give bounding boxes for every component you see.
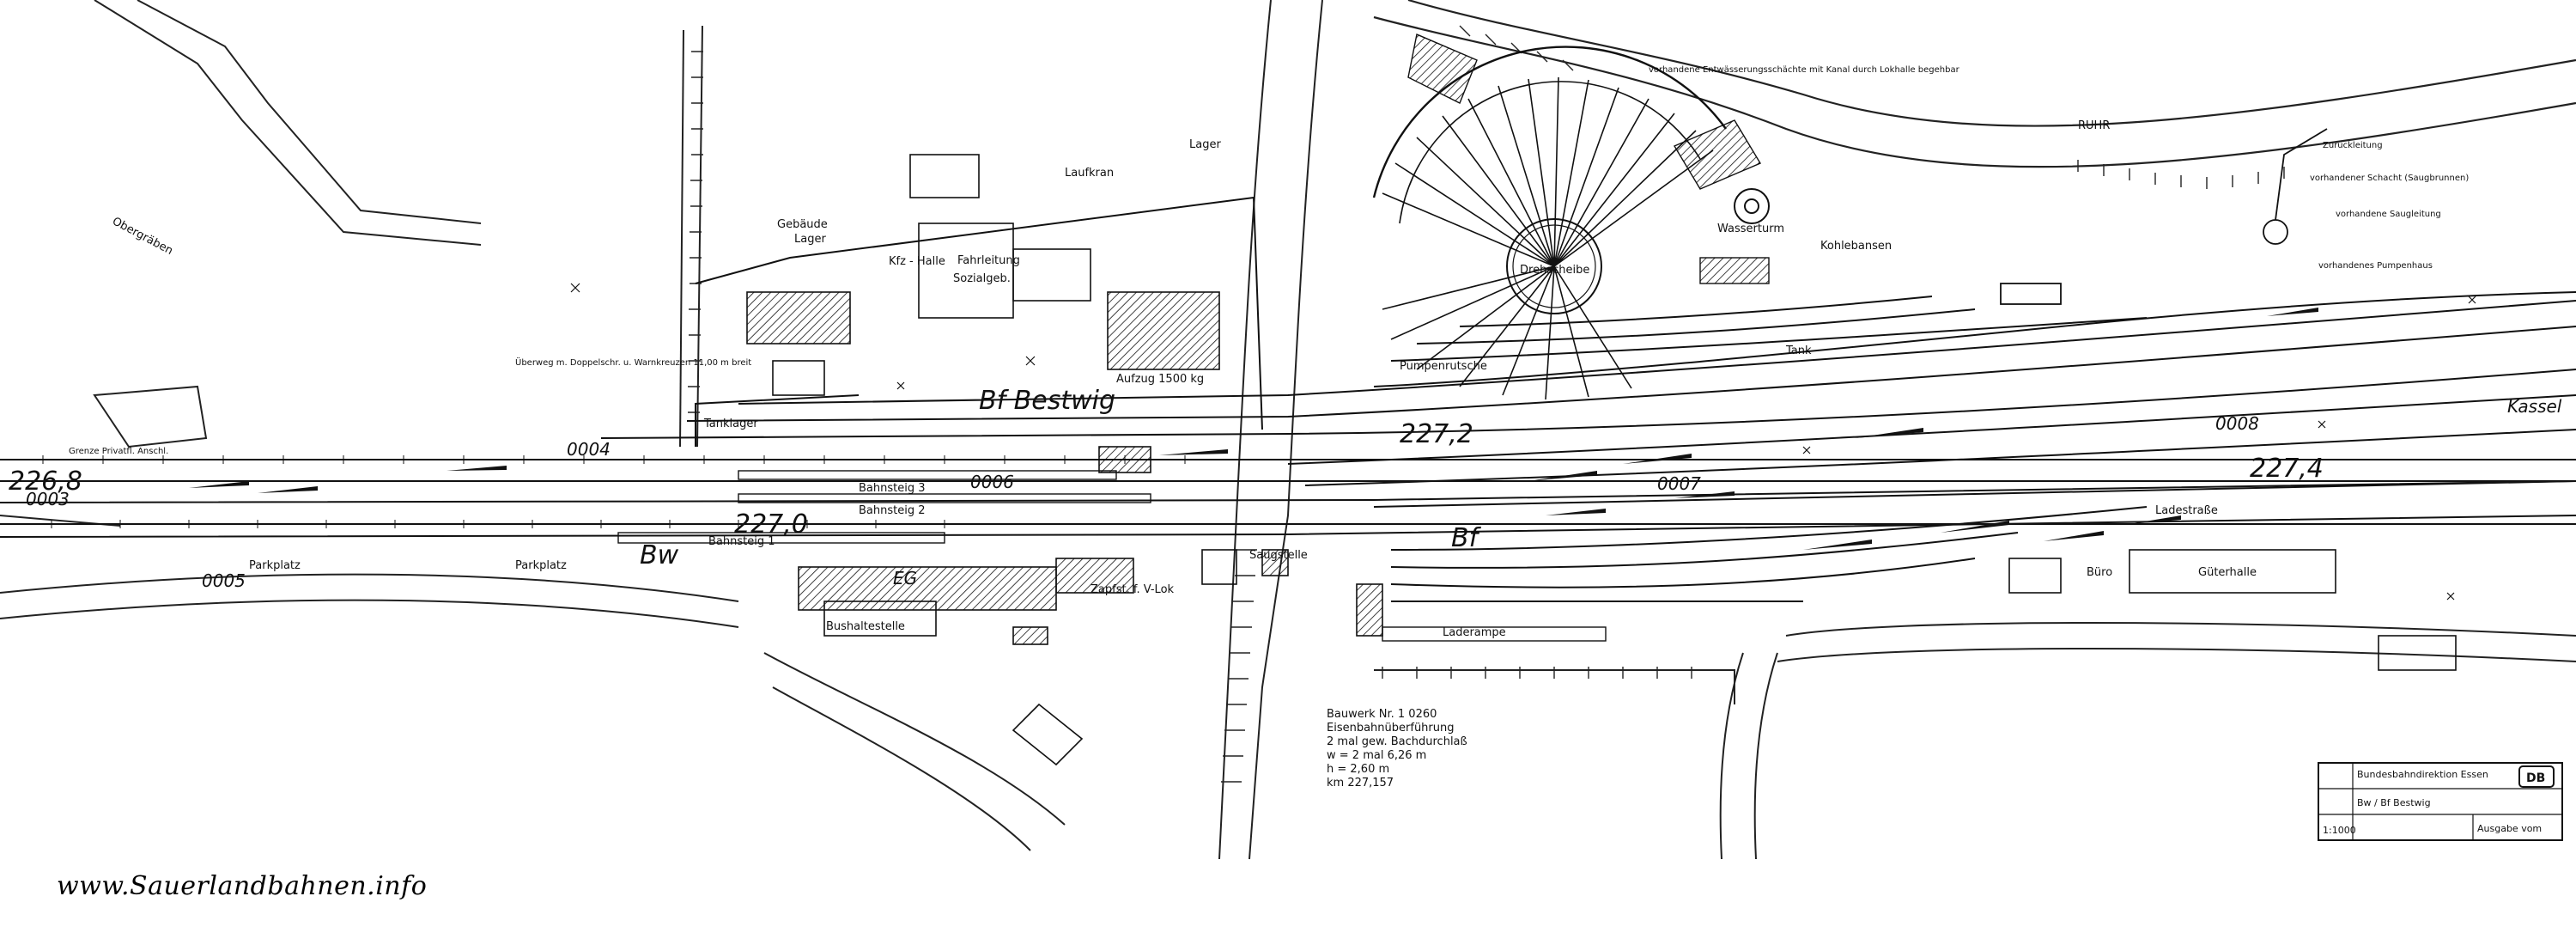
pumpenhaus-label: vorhandenes Pumpenhaus [2318, 261, 2433, 271]
survey-points [570, 283, 2476, 601]
plan-labels: Bf Bestwig Bf Bw Kassel 226,8 227,0 227,… [9, 65, 2562, 790]
entwaesserung-label: vorhandene Entwässerungsschächte mit Kan… [1649, 65, 1960, 75]
obergraeben-label: Obergräben [110, 215, 175, 258]
saugleitung-label: vorhandene Saugleitung [2336, 210, 2441, 219]
track-code-0004: 0004 [567, 439, 611, 460]
grenze-label: Grenze Privatfl. Anschl. [69, 447, 168, 456]
parkplatz-label-2: Parkplatz [515, 559, 567, 572]
title-block-org: Bundesbahndirektion Essen [2357, 769, 2488, 780]
switch-wedges [189, 308, 2318, 550]
gueterhalle-label: Güterhalle [2198, 566, 2257, 579]
roundhouse-radial-tracks [1382, 76, 1714, 400]
schacht-label: vorhandener Schacht (Saugbrunnen) [2310, 174, 2469, 183]
sozialgeb-label: Sozialgeb. [953, 272, 1011, 285]
turntable-roundhouse [1372, 46, 1727, 314]
lager2-label: Lager [794, 233, 826, 246]
km-mark-1: 226,8 [9, 466, 82, 497]
bahnsteig1-label: Bahnsteig 1 [708, 535, 775, 548]
main-tracks [0, 291, 2576, 602]
bauwerk-line-2: Eisenbahnüberführung [1327, 722, 1455, 735]
bahnsteig2-label: Bahnsteig 2 [859, 504, 926, 517]
ueberweg-label: Überweg m. Doppelschr. u. Warnkreuzen 11… [515, 357, 751, 368]
km-mark-2: 227,0 [734, 509, 808, 540]
track-code-0003: 0003 [26, 489, 70, 509]
title-block: Bundesbahndirektion Essen Bw / Bf Bestwi… [2318, 762, 2563, 841]
kfz-halle-label: Kfz - Halle [889, 255, 945, 268]
bauwerk-line-5: h = 2,60 m [1327, 763, 1389, 776]
buero-label: Büro [2087, 566, 2112, 579]
tanklager-label: Tanklager [703, 418, 758, 430]
track-ticks [42, 455, 1186, 528]
db-logo-icon [2518, 765, 2555, 788]
ruhr-label: RUHR [2078, 119, 2110, 132]
watermark-text: www.Sauerlandbahnen.info [57, 871, 428, 901]
embankment-ticks [688, 25, 2285, 783]
water-tower [1734, 188, 1770, 224]
bushaltestelle-label: Bushaltestelle [826, 620, 905, 633]
roundhouse-buildings [1407, 34, 1770, 284]
laufkran-label: Laufkran [1065, 167, 1114, 180]
station-area-outline [695, 196, 1263, 447]
ladestrasse-label: Ladestraße [2155, 504, 2218, 517]
station-name-label: Bf Bestwig [979, 386, 1115, 416]
gebaeude-label: Gebäude [777, 218, 828, 231]
laderampe-label: Laderampe [1443, 626, 1506, 639]
track-code-0006: 0006 [970, 472, 1014, 492]
zapfstelle-label: Zapfst. f. V-Lok [1091, 583, 1175, 596]
pumpenrutsche-label: Pumpenrutsche [1400, 360, 1487, 373]
bahnsteig3-label: Bahnsteig 3 [859, 482, 926, 495]
track-code-0005: 0005 [202, 570, 246, 591]
platforms [617, 470, 1607, 642]
bauwerk-line-3: 2 mal gew. Bachdurchlaß [1327, 735, 1467, 748]
km-mark-3: 227,2 [1400, 419, 1473, 449]
tank-label: Tank [1785, 344, 1812, 357]
eg-label: EG [893, 568, 917, 588]
title-block-scale: 1:1000 [2323, 825, 2356, 836]
aufzug-label: Aufzug 1500 kg [1116, 373, 1204, 386]
roads-and-terrain [0, 0, 2576, 860]
zurueckleitung-label: Zurückleitung [2323, 141, 2383, 150]
wasserturm-label: Wasserturm [1717, 223, 1784, 235]
track-code-0007: 0007 [1657, 473, 1701, 494]
fahrleitung-label: Fahrleitung [957, 254, 1020, 267]
kohlebansen-label: Kohlebansen [1820, 240, 1892, 253]
direction-kassel-label: Kassel [2507, 396, 2562, 417]
lager-label: Lager [1189, 138, 1221, 151]
km-mark-4: 227,4 [2250, 454, 2324, 484]
drehscheibe-label: Drehscheibe [1520, 264, 1589, 277]
parkplatz-label-1: Parkplatz [249, 559, 301, 572]
saugstelle-label: Saugstelle [1249, 549, 1308, 562]
bauwerk-line-1: Bauwerk Nr. 1 0260 [1327, 708, 1437, 721]
buildings [746, 154, 2457, 766]
title-block-note: Ausgabe vom [2477, 823, 2542, 834]
title-block-plan-title: Bw / Bf Bestwig [2357, 797, 2431, 808]
bauwerk-line-4: w = 2 mal 6,26 m [1327, 749, 1426, 762]
bw-label: Bw [640, 540, 679, 570]
bf-label: Bf [1451, 523, 1482, 553]
bauwerk-line-6: km 227,157 [1327, 777, 1394, 790]
pump-house [2000, 128, 2328, 305]
track-code-0008: 0008 [2215, 413, 2259, 434]
db-logo-text: DB [2526, 771, 2545, 785]
